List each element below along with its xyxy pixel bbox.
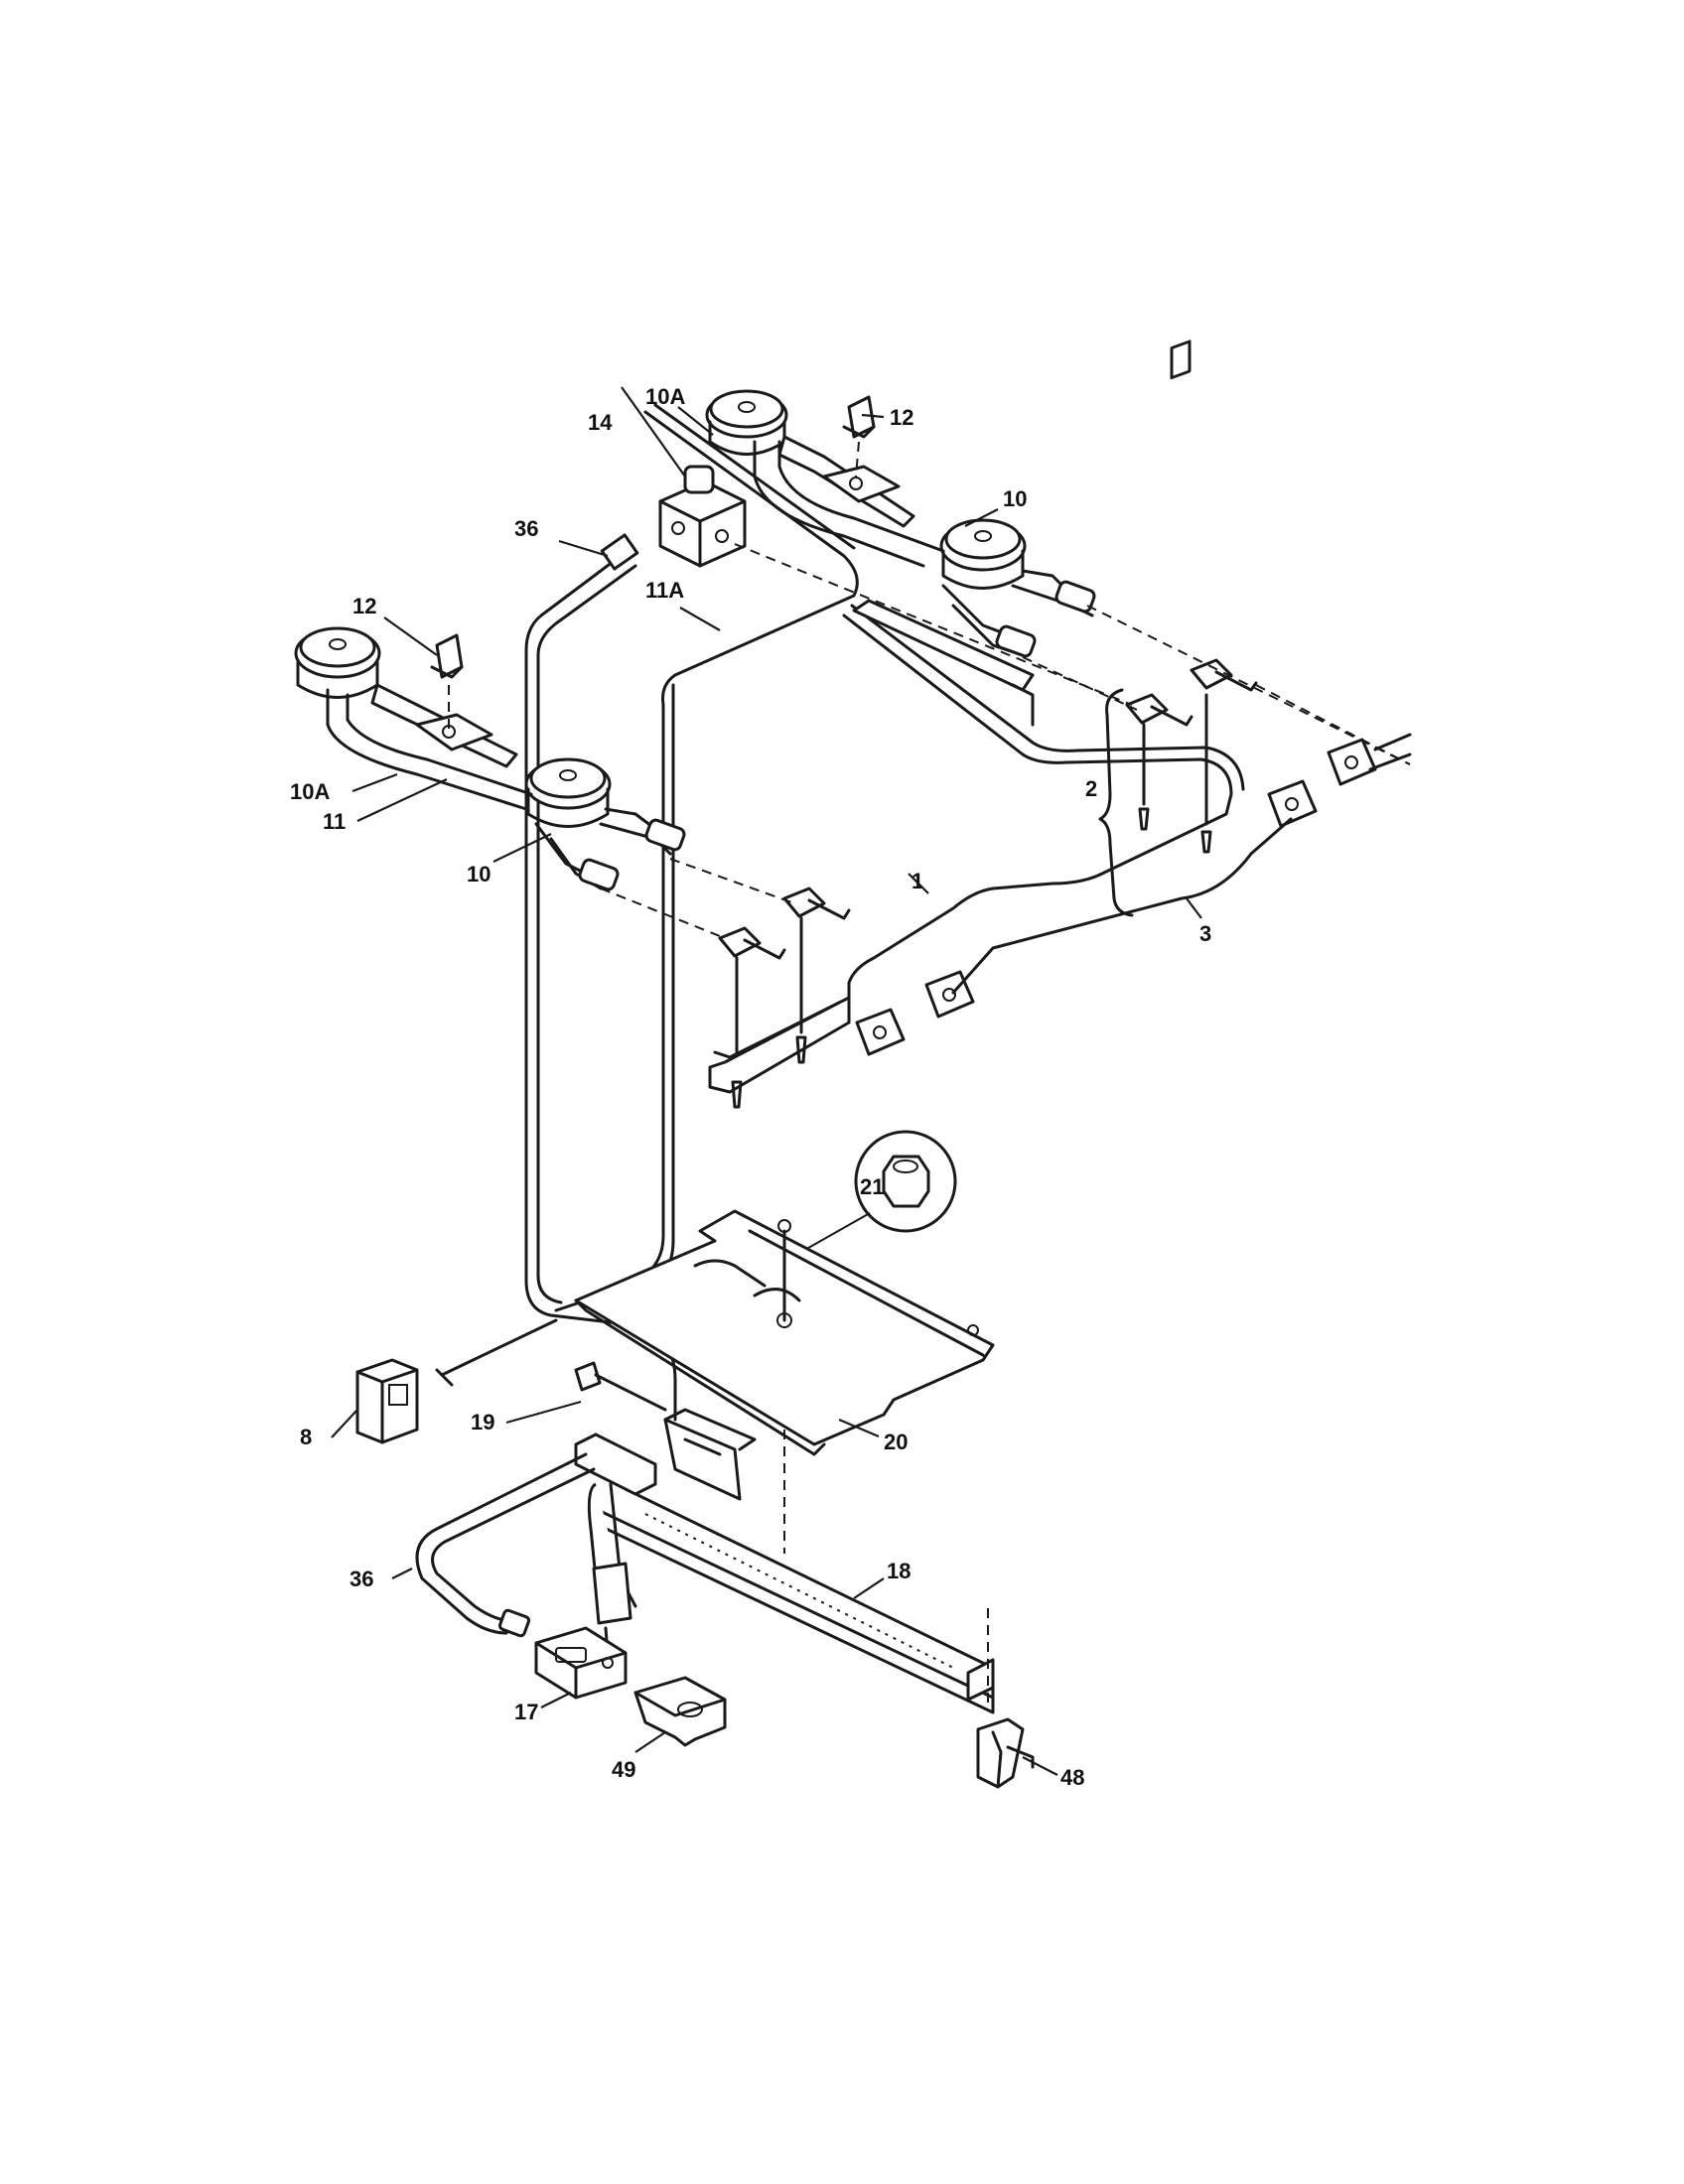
callout-10a-top: 10A [645, 384, 685, 409]
bracket-right [777, 435, 915, 528]
clip-12-left [430, 633, 464, 679]
callout-12-left: 12 [352, 594, 376, 618]
orifice-holders-2 [718, 658, 1258, 960]
callout-17: 17 [514, 1700, 538, 1724]
callout-36-top: 36 [514, 516, 538, 541]
leader-lines [331, 386, 1202, 1776]
callout-10a-left: 10A [290, 779, 330, 804]
brace-2 [1098, 688, 1134, 917]
callout-49: 49 [612, 1757, 635, 1782]
callout-1: 1 [912, 869, 923, 893]
heat-shield-20 [574, 1209, 995, 1554]
callout-21: 21 [860, 1174, 884, 1199]
igniter-19 [574, 1361, 757, 1501]
callout-labels: 10A 12 14 10 36 11A 12 10A 11 10 2 1 3 2… [290, 384, 1211, 1790]
callout-36-bottom: 36 [350, 1567, 373, 1591]
screws [731, 693, 1212, 1109]
burner-tubes-left [326, 688, 686, 891]
gas-tube-36-bottom [415, 1452, 596, 1638]
clip-12-right [842, 395, 876, 439]
part-8 [355, 1358, 419, 1444]
callout-10-left: 10 [467, 862, 491, 887]
wire-3 [951, 733, 1412, 995]
manifold-bracket-1 [708, 340, 1245, 1094]
grommets-3 [855, 738, 1377, 1056]
callout-19: 19 [471, 1410, 494, 1434]
alignment-lines-upper [448, 441, 1411, 939]
valve-14 [658, 465, 747, 568]
bracket-48 [976, 1717, 1035, 1789]
burner-10-right [939, 518, 1027, 590]
callout-18: 18 [887, 1559, 911, 1583]
callout-10-right: 10 [1003, 486, 1027, 511]
regulator-17 [534, 1626, 628, 1700]
callout-2: 2 [1085, 776, 1097, 801]
callout-3: 3 [1199, 921, 1211, 946]
burner-10a-top [705, 389, 788, 456]
oven-burner-18 [587, 1482, 995, 1714]
burner-10a-left [294, 626, 381, 699]
callout-20: 20 [884, 1430, 908, 1454]
callout-14: 14 [588, 410, 613, 435]
callout-48: 48 [1060, 1765, 1084, 1790]
burner-tubes-right [753, 440, 1096, 658]
callout-8: 8 [300, 1425, 312, 1449]
wire-to-tube [435, 1318, 558, 1387]
callout-12-right: 12 [890, 405, 913, 430]
callout-11: 11 [323, 809, 346, 834]
burner-10-left [524, 757, 612, 828]
bracket-left-11 [370, 683, 518, 768]
bracket-49 [633, 1676, 727, 1747]
fitting-36-top [600, 533, 639, 571]
nut-21-detail [793, 1130, 957, 1257]
callout-11a: 11A [645, 578, 684, 603]
burner-tube-11a [852, 599, 1035, 727]
